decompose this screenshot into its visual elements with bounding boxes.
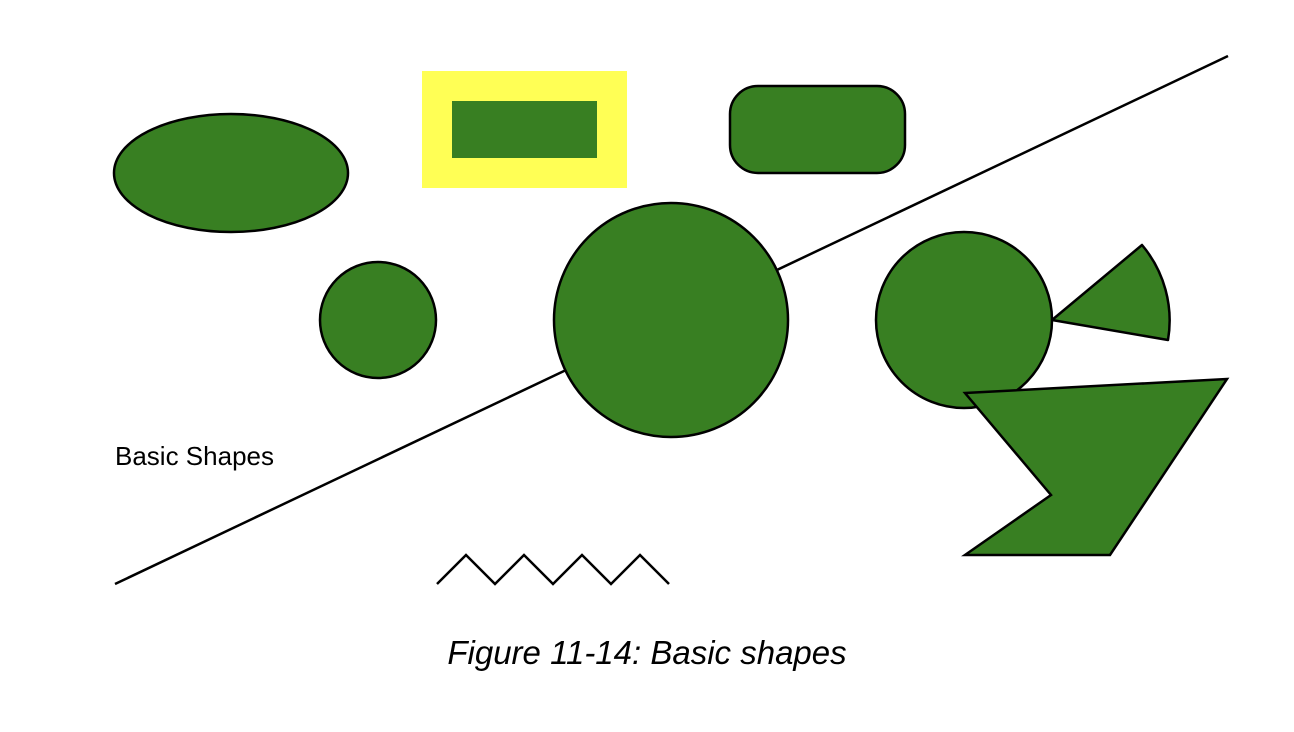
right-circle-shape bbox=[874, 230, 1054, 410]
zigzag-polyline bbox=[436, 553, 670, 586]
figure-caption: Figure 11-14: Basic shapes bbox=[447, 634, 847, 671]
basic-shapes-text: Basic Shapes bbox=[115, 441, 274, 471]
rectangle-shape bbox=[452, 101, 597, 158]
pie-wedge-shape bbox=[1050, 243, 1171, 342]
large-circle-shape bbox=[552, 201, 790, 439]
ellipse-shape bbox=[112, 112, 350, 234]
polygon-shape bbox=[961, 377, 1230, 557]
small-circle-shape bbox=[318, 260, 438, 380]
rounded-rectangle-shape bbox=[728, 84, 907, 175]
